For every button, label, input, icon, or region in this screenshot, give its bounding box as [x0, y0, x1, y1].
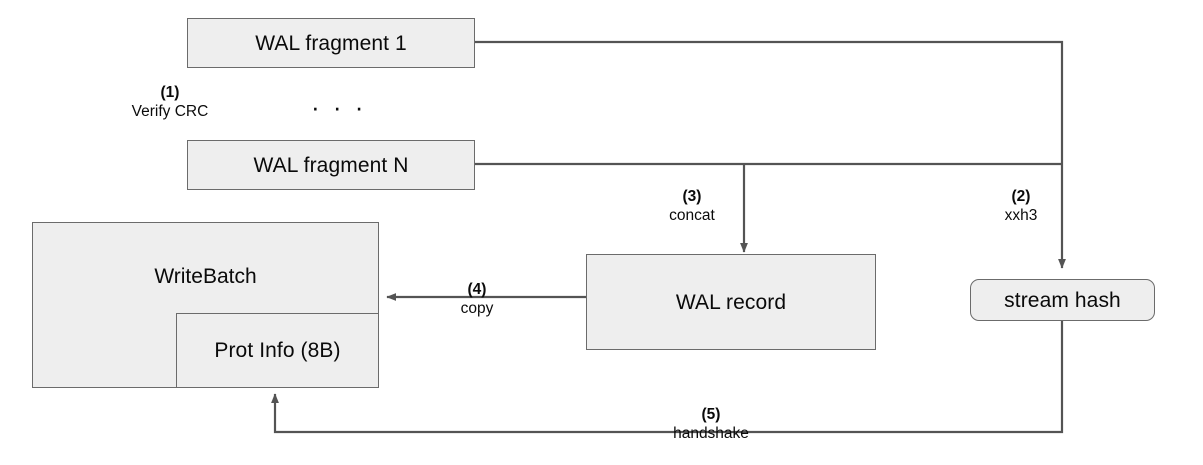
node-wal-fragment-1[interactable]: WAL fragment 1: [187, 18, 475, 68]
node-stream-hash[interactable]: stream hash: [970, 279, 1155, 321]
edge-label-handshake: (5) handshake: [636, 406, 786, 444]
edge-desc-3: concat: [669, 206, 715, 224]
edge-step-5: (5): [701, 406, 721, 423]
node-prot-info[interactable]: Prot Info (8B): [176, 313, 379, 388]
edge-desc-1: Verify CRC: [131, 102, 209, 120]
node-prot-info-label: Prot Info (8B): [214, 339, 341, 362]
edge-label-verify-crc: (1) Verify CRC: [110, 84, 230, 122]
node-wal-record[interactable]: WAL record: [586, 254, 876, 350]
edge-label-xxh3: (2) xxh3: [963, 188, 1079, 226]
edge-desc-5: handshake: [673, 424, 749, 442]
edge-step-4: (4): [467, 281, 487, 298]
edge-step-1: (1): [160, 84, 180, 101]
edge-label-copy: (4) copy: [424, 281, 530, 319]
node-stream-hash-label: stream hash: [1004, 288, 1121, 312]
node-wal-record-label: WAL record: [675, 290, 787, 314]
edge-desc-4: copy: [460, 299, 494, 317]
node-write-batch-label: WriteBatch: [154, 265, 257, 288]
node-wal-fragment-n[interactable]: WAL fragment N: [187, 140, 475, 190]
edge-step-2: (2): [1011, 188, 1031, 205]
wire-fragment1-to-rail: [475, 40, 1066, 269]
node-wal-fragment-1-label: WAL fragment 1: [255, 31, 407, 55]
edge-desc-2: xxh3: [1004, 206, 1038, 224]
fragments-ellipsis: · · ·: [311, 92, 367, 122]
edge-step-3: (3): [682, 188, 702, 205]
node-wal-fragment-n-label: WAL fragment N: [253, 153, 409, 177]
edge-label-concat: (3) concat: [645, 188, 739, 226]
